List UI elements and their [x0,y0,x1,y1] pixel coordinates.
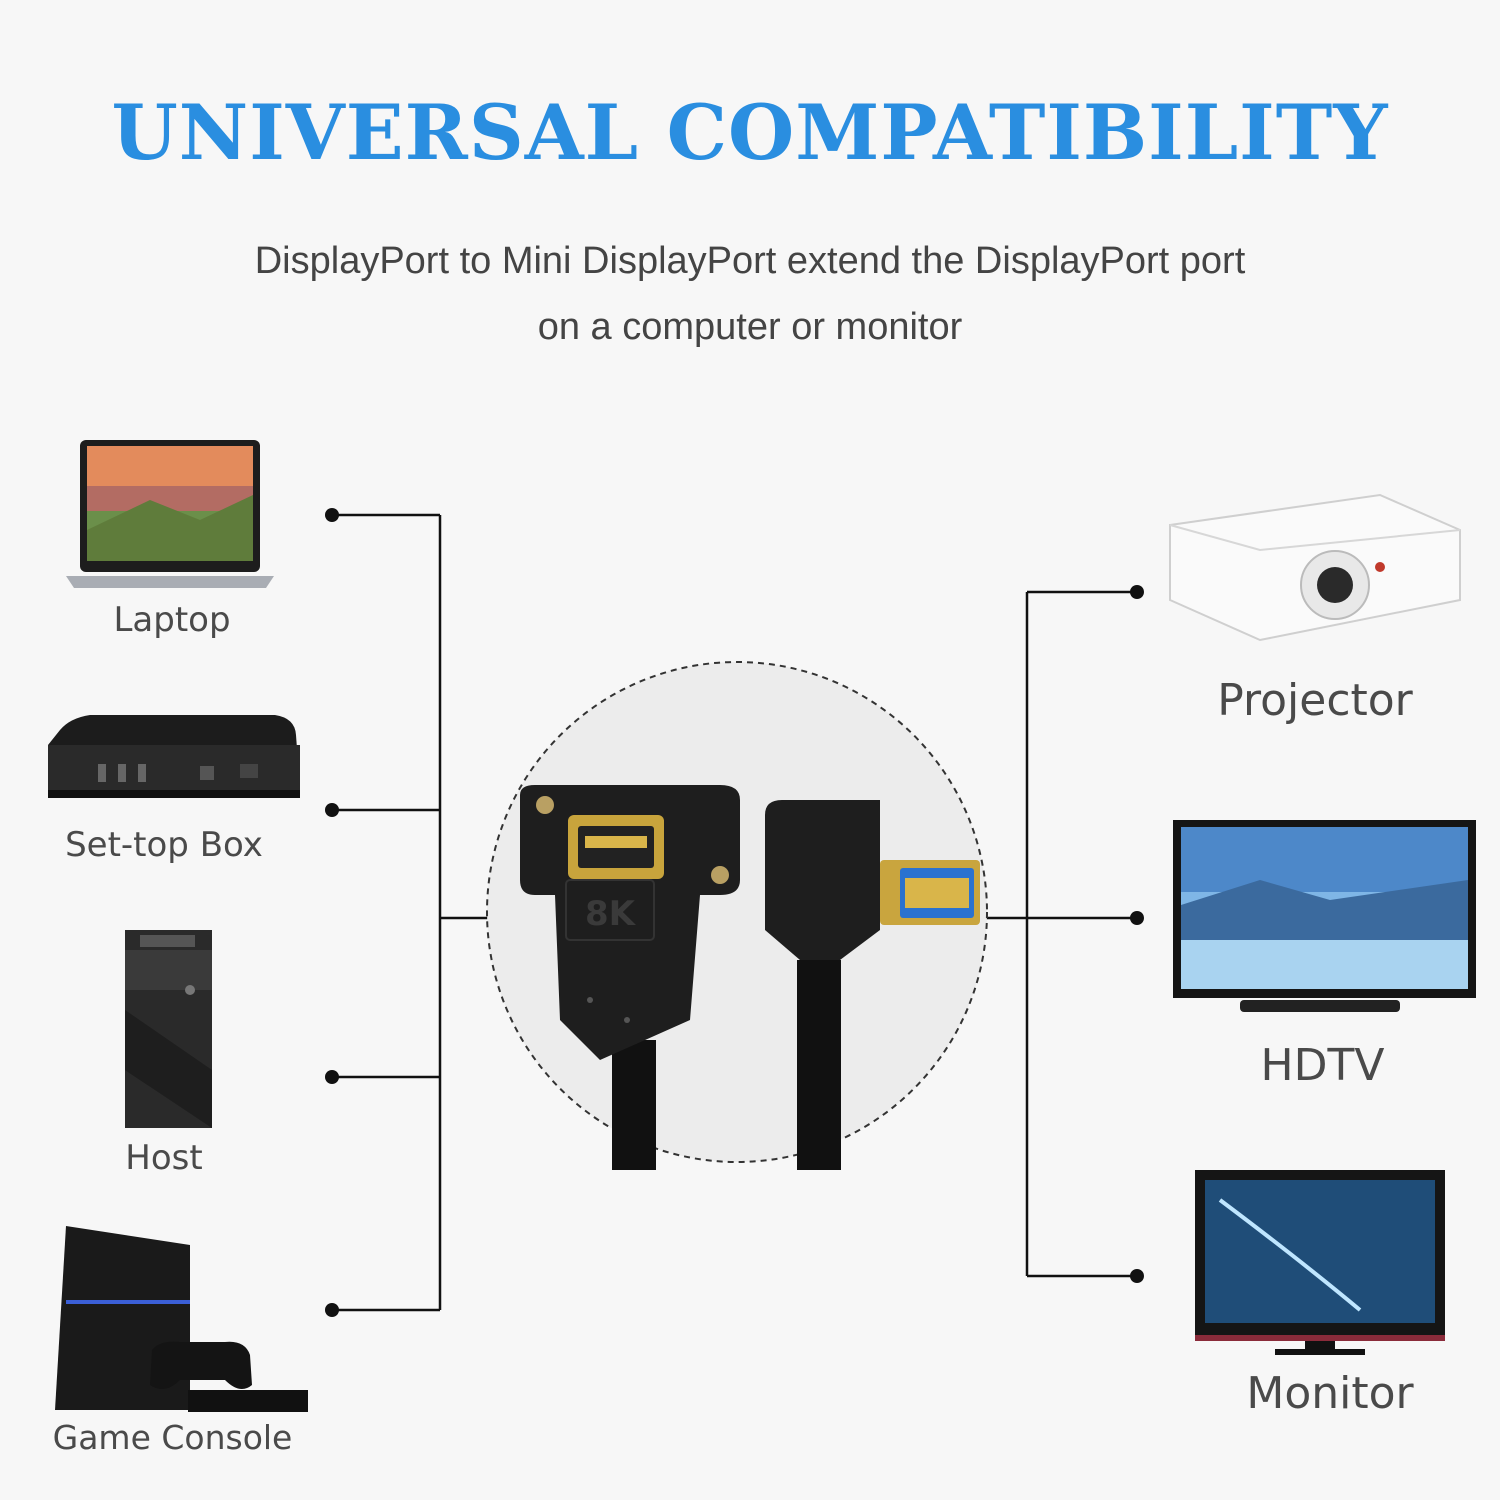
device-label-hdtv: HDTV [1260,1040,1385,1091]
subtitle-line-2: on a computer or monitor [537,306,963,348]
displayport-cable-icon: 8K [486,661,988,1170]
set-top-box-icon [48,715,300,798]
subtitle-line-1: DisplayPort to Mini DisplayPort extend t… [254,240,1246,282]
device-label-monitor: Monitor [1246,1368,1414,1419]
device-label-set-top-box: Set-top Box [65,825,263,865]
right-connector-dots [1130,585,1144,1283]
device-label-host: Host [125,1138,203,1178]
laptop-icon [66,440,274,588]
left-connector-dots [325,508,339,1317]
right-connector-lines [985,590,1137,1278]
hdtv-icon [1173,820,1476,1012]
page-title: UNIVERSAL COMPATIBILITY [111,88,1389,177]
device-label-laptop: Laptop [113,600,231,640]
projector-icon [1169,493,1461,642]
pc-tower-icon [125,930,212,1128]
device-label-game-console: Game Console [52,1418,293,1457]
connector-marking: 8K [585,894,637,934]
game-console-icon [55,1226,308,1412]
left-connector-lines [332,513,490,1312]
subtitle: DisplayPort to Mini DisplayPort extend t… [0,228,1500,360]
monitor-icon [1195,1170,1445,1355]
device-label-projector: Projector [1217,675,1413,726]
